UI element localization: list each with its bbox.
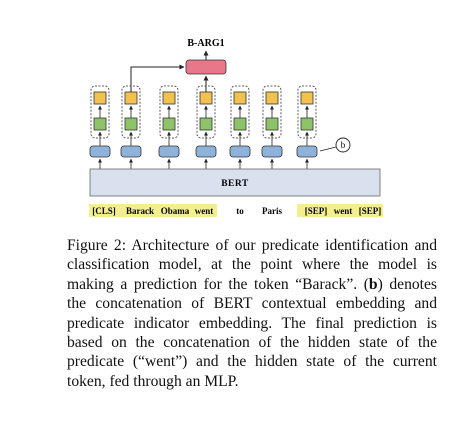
hidden-state-top bbox=[93, 91, 107, 105]
indicator-b-label: b bbox=[341, 140, 346, 150]
hidden-state-top bbox=[124, 91, 138, 105]
caption-text-2: ) de­notes the concatenation of BERT con… bbox=[67, 275, 437, 390]
embedding-box bbox=[195, 145, 217, 158]
embedding-box bbox=[89, 145, 111, 158]
bert-label: BERT bbox=[221, 179, 249, 189]
caption-bold-b: b bbox=[368, 275, 378, 293]
token-highlight-right bbox=[297, 204, 383, 217]
output-label: B-ARG1 bbox=[187, 38, 224, 49]
hidden-state-bottom bbox=[300, 117, 314, 131]
hidden-state-top bbox=[162, 91, 176, 105]
mlp-input-line-left bbox=[130, 64, 185, 92]
embedding-box bbox=[158, 145, 180, 158]
token-5: Paris bbox=[262, 206, 282, 216]
hidden-state-bottom bbox=[233, 117, 247, 131]
mlp-output-box bbox=[185, 59, 227, 75]
hidden-state-bottom bbox=[199, 117, 213, 131]
bert-encoder-box bbox=[89, 168, 381, 197]
architecture-diagram: B-ARG1 b BERT [CLS] Barack Obama went to Pari… bbox=[89, 38, 383, 217]
caption-label: Figure 2: bbox=[67, 237, 127, 254]
token-6: [SEP] bbox=[305, 206, 328, 216]
hidden-state-bottom bbox=[124, 117, 138, 131]
indicator-connector bbox=[319, 146, 337, 152]
token-0: [CLS] bbox=[92, 206, 116, 216]
token-2: Obama bbox=[161, 206, 190, 216]
token-highlight-left bbox=[89, 204, 217, 217]
hidden-state-bottom bbox=[265, 117, 279, 131]
token-7: went bbox=[334, 206, 353, 216]
hidden-state-top bbox=[265, 91, 279, 105]
hidden-state-bottom bbox=[162, 117, 176, 131]
token-3: went bbox=[195, 206, 214, 216]
token-1: Barack bbox=[126, 206, 154, 216]
embedding-box bbox=[296, 145, 318, 158]
embedding-box bbox=[261, 145, 283, 158]
token-4: to bbox=[236, 206, 244, 216]
embedding-box bbox=[229, 145, 251, 158]
hidden-state-top bbox=[199, 91, 213, 105]
token-8: [SEP] bbox=[359, 206, 382, 216]
hidden-state-top bbox=[300, 91, 314, 105]
embedding-box bbox=[120, 145, 142, 158]
indicator-b-circle bbox=[335, 137, 351, 153]
caption-text-1: Architecture of our predicate identifica… bbox=[67, 237, 437, 293]
figure-caption: Figure 2: Architecture of our predicate … bbox=[67, 236, 437, 391]
hidden-state-top bbox=[233, 91, 247, 105]
hidden-state-bottom bbox=[93, 117, 107, 131]
